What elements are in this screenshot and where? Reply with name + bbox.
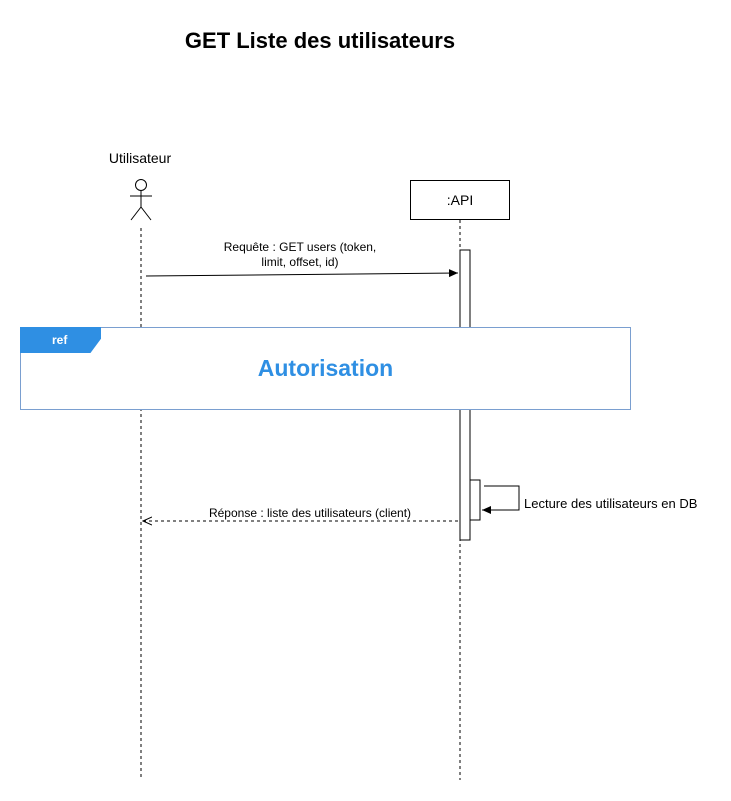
response-message-label: Réponse : liste des utilisateurs (client… (208, 506, 412, 520)
ref-frame (20, 327, 631, 410)
ref-tag: ref (20, 327, 101, 353)
ref-title: Autorisation (257, 355, 394, 381)
request-arrow (145, 269, 459, 278)
activation-bar-self-call (469, 479, 481, 521)
request-label-line2: limit, offset, id) (261, 255, 339, 269)
self-call-label: Lecture des utilisateurs en DB (524, 496, 698, 511)
diagram-title: GET Liste des utilisateurs (184, 28, 456, 53)
ref-tag-label: ref (52, 333, 68, 347)
actor-label-utilisateur: Utilisateur (108, 150, 172, 166)
participant-api: :API (410, 180, 510, 220)
request-label-line1: Requête : GET users (token, (223, 240, 377, 254)
request-message-label: Requête : GET users (token, limit, offse… (190, 240, 410, 270)
self-call-arrow (482, 485, 520, 514)
participant-api-label: :API (446, 192, 474, 208)
stick-figure-icon (130, 179, 152, 221)
